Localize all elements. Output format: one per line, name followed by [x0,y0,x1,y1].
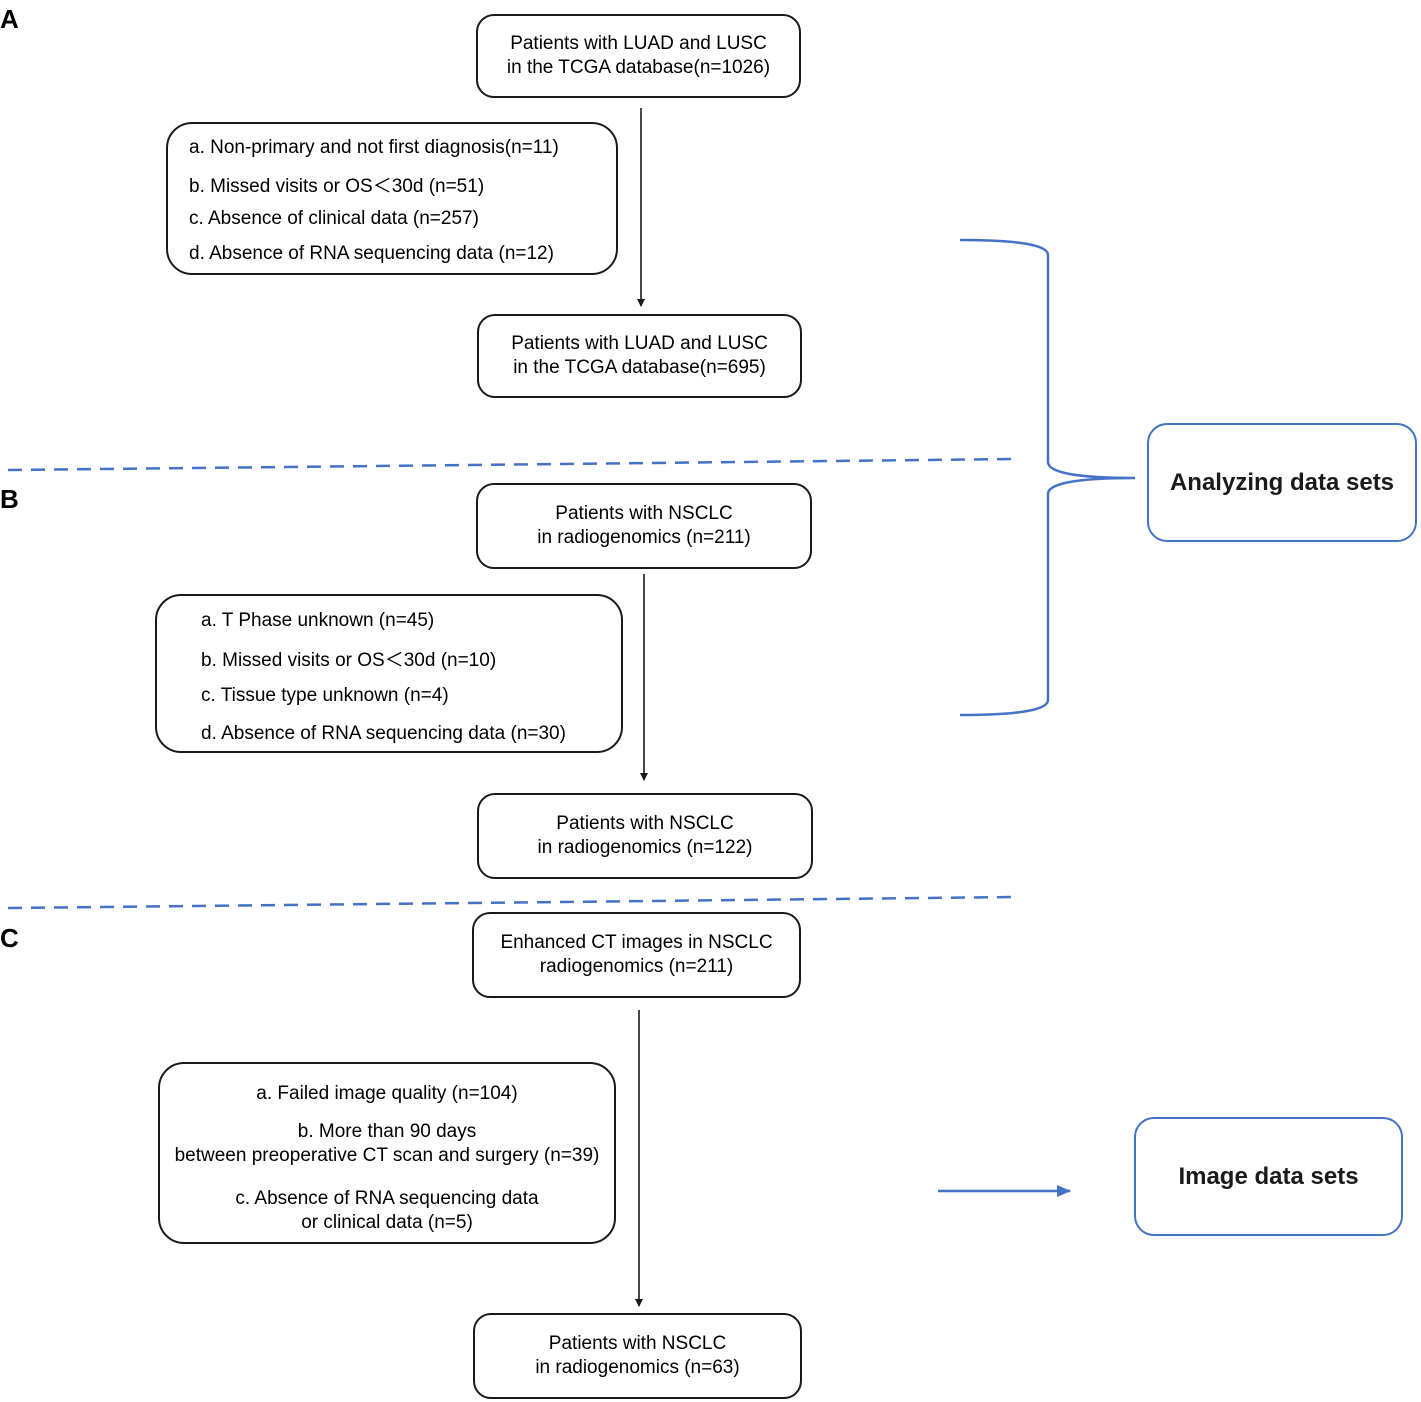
image-data-sets-label: Image data sets [1178,1162,1359,1190]
c-start-box: Enhanced CT images in NSCLC radiogenomic… [472,912,801,998]
b-start-box: Patients with NSCLC in radiogenomics (n=… [476,483,812,569]
c-exclusion-item: a. Failed image quality (n=104) [256,1083,518,1104]
c-exclusion-item: b. More than 90 days [297,1121,477,1142]
b-end-line-2: in radiogenomics (n=122) [537,837,753,858]
b-start-line-1: Patients with NSCLC [555,503,733,524]
a-exclusion-item: c. Absence of clinical data (n=257) [189,208,479,229]
image-data-sets-box: Image data sets [1134,1117,1403,1236]
a-end-line-1: Patients with LUAD and LUSC [511,333,768,354]
curly-brace [959,238,1136,717]
c-start-line-2: radiogenomics (n=211) [539,956,734,977]
b-end-line-1: Patients with NSCLC [556,813,734,834]
b-end-box: Patients with NSCLC in radiogenomics (n=… [477,793,813,879]
panel-label-c: C [0,923,19,953]
a-end-line-2: in the TCGA database(n=695) [513,357,766,378]
separator-bc [7,895,1016,910]
b-exclusion-item: b. Missed visits or OS＜30d (n=10) [201,650,497,671]
analyzing-data-sets-label: Analyzing data sets [1169,468,1395,496]
b-start-line-2: in radiogenomics (n=211) [537,527,751,548]
a-exclusion-item: a. Non-primary and not first diagnosis(n… [189,137,559,158]
a-start-box: Patients with LUAD and LUSC in the TCGA … [476,14,801,98]
b-exclusion-item: d. Absence of RNA sequencing data (n=30) [201,723,566,744]
separator-ab [7,457,1016,472]
c-start-line-1: Enhanced CT images in NSCLC [500,932,773,953]
a-start-line-2: in the TCGA database(n=1026) [506,57,771,78]
a-exclusion-item: b. Missed visits or OS＜30d (n=51) [189,176,485,197]
panel-label-b: B [0,484,19,514]
c-end-line-2: in radiogenomics (n=63) [535,1357,740,1378]
b-exclusion-box: a. T Phase unknown (n=45) b. Missed visi… [155,594,623,753]
analyzing-data-sets-box: Analyzing data sets [1147,423,1417,542]
c-end-line-1: Patients with NSCLC [548,1333,727,1354]
c-exclusion-item: or clinical data (n=5) [301,1212,473,1233]
a-exclusion-box: a. Non-primary and not first diagnosis(n… [166,122,618,275]
b-exclusion-item: c. Tissue type unknown (n=4) [201,685,449,706]
c-exclusion-item: between preoperative CT scan and surgery… [174,1145,600,1166]
panel-label-a: A [0,4,19,34]
a-start-line-1: Patients with LUAD and LUSC [510,33,767,54]
a-end-box: Patients with LUAD and LUSC in the TCGA … [477,314,802,398]
a-exclusion-item: d. Absence of RNA sequencing data (n=12) [189,243,554,264]
c-end-box: Patients with NSCLC in radiogenomics (n=… [473,1313,802,1399]
c-exclusion-box: a. Failed image quality (n=104) b. More … [158,1062,616,1244]
b-exclusion-item: a. T Phase unknown (n=45) [201,610,435,631]
c-exclusion-item: c. Absence of RNA sequencing data [235,1188,539,1209]
